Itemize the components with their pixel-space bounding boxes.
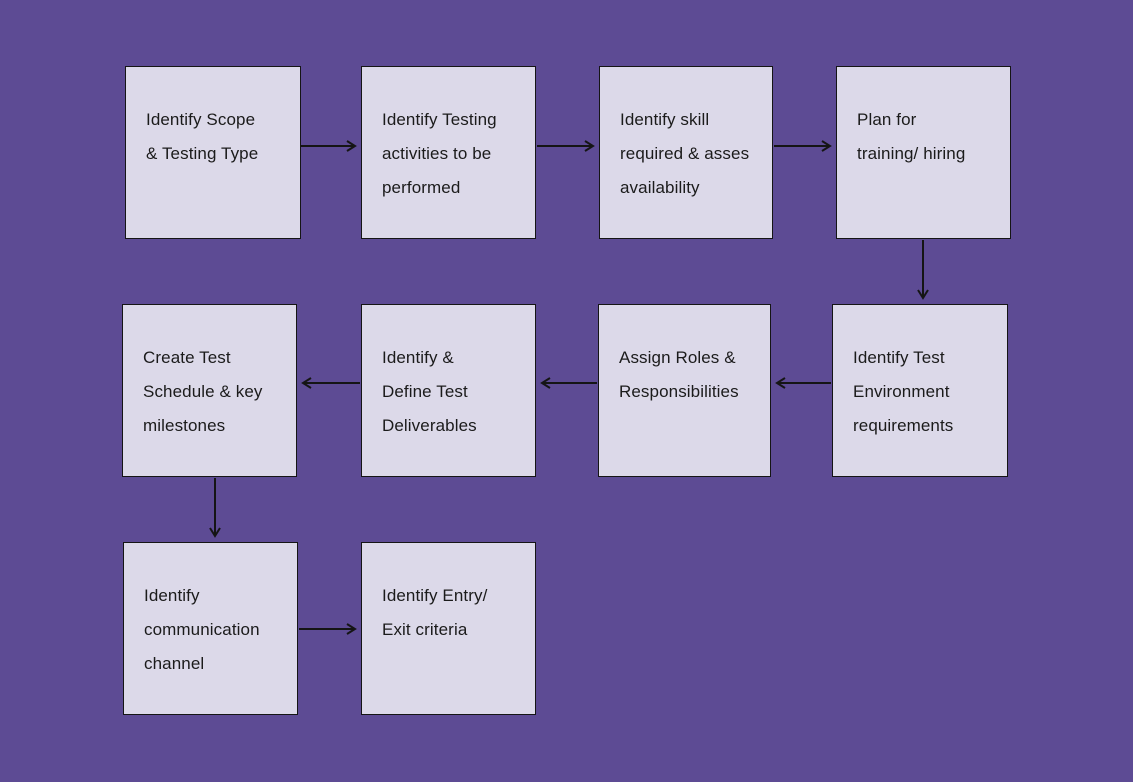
node-identify-skill-required: Identify skill required & asses availabi… (599, 66, 773, 239)
node-identify-testing-activities: Identify Testing activities to be perfor… (361, 66, 536, 239)
node-identify-test-environment: Identify Test Environment requirements (832, 304, 1008, 477)
node-create-test-schedule: Create Test Schedule & key milestones (122, 304, 297, 477)
node-assign-roles-responsibilities: Assign Roles & Responsibilities (598, 304, 771, 477)
node-identify-scope-testing-type: Identify Scope & Testing Type (125, 66, 301, 239)
node-identify-communication-channel: Identify communication channel (123, 542, 298, 715)
node-plan-training-hiring: Plan for training/ hiring (836, 66, 1011, 239)
node-identify-entry-exit-criteria: Identify Entry/ Exit criteria (361, 542, 536, 715)
node-identify-define-test-deliverables: Identify & Define Test Deliverables (361, 304, 536, 477)
